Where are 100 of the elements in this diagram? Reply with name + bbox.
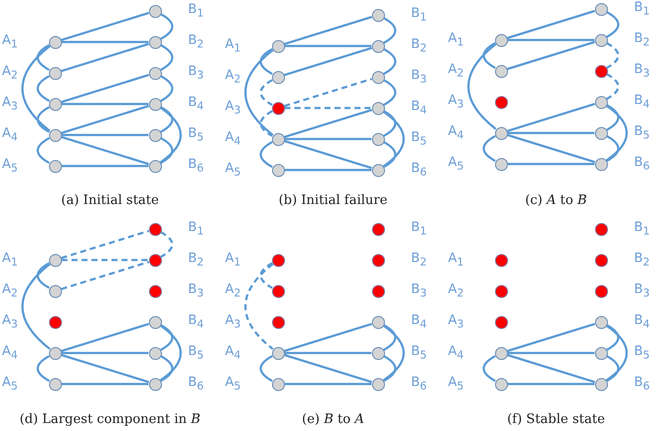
link-line [160,106,182,164]
node-label: B$_{2}$ [634,252,650,270]
node-circle [594,346,608,360]
node-label: A$_{4}$ [448,125,464,143]
failed-node-circle [148,284,162,298]
link-line [482,355,496,382]
failed-node-circle [494,284,508,298]
link-line [284,138,372,140]
node-circle [148,36,162,48]
node-label: B$_{1}$ [188,221,204,239]
node-circle [494,378,508,390]
dashed-link-line [284,78,372,108]
node-label: A$_{3}$ [225,100,241,118]
dashed-link-line [260,110,273,137]
link-line [284,46,372,76]
panel-caption: (a) Initial state [61,193,159,208]
node-circle [494,158,508,170]
node-label: A$_{3}$ [2,314,18,332]
link-line [482,42,496,69]
node-label: B$_{1}$ [634,1,650,19]
node-circle [372,8,384,22]
node-label: A$_{1}$ [448,252,464,270]
node-circle [372,132,384,146]
link-line [382,324,405,382]
node-label: B$_{3}$ [188,65,204,83]
link-line [62,40,148,44]
node-label: B$_{1}$ [188,3,204,21]
node-circle [372,102,384,114]
node-label: A$_{1}$ [225,252,241,270]
node-circle [148,4,162,18]
node-circle [48,284,62,298]
failed-node-circle [594,284,608,298]
node-circle [372,346,384,360]
failed-node-circle [272,102,284,114]
node-circle [372,164,384,176]
node-label: B$_{3}$ [411,283,427,301]
panel-caption: (c) A to B [525,193,587,208]
dashed-link-line [606,42,620,69]
link-line [60,74,150,104]
failed-node-circle [272,284,284,298]
node-label: A$_{2}$ [2,283,18,301]
node-circle [594,96,608,108]
link-line [284,140,372,170]
node-circle [148,316,162,328]
link-line [36,262,50,289]
link-line [62,352,148,354]
link-line [36,137,50,164]
link-line [60,136,150,166]
link-line [36,44,50,71]
node-circle [372,40,384,52]
link-line [467,43,497,130]
link-line [62,102,148,106]
link-line [160,13,174,40]
node-circle [148,98,162,110]
node-label: B$_{5}$ [188,345,204,363]
node-circle [148,128,162,142]
node-circle [272,40,284,52]
link-line [284,354,372,384]
node-label: A$_{3}$ [448,314,464,332]
link-line [606,104,620,131]
link-line [160,324,182,382]
node-circle [148,346,162,360]
node-label: B$_{3}$ [634,63,650,81]
node-circle [272,70,284,84]
link-line [284,108,372,138]
failed-node-circle [272,316,284,328]
node-label: B$_{1}$ [411,221,427,239]
node-label: A$_{5}$ [448,376,464,394]
node-circle [594,158,608,170]
failed-node-circle [494,96,508,108]
node-label: A$_{3}$ [2,96,18,114]
link-line [244,49,274,136]
node-circle [48,98,62,110]
node-label: A$_{4}$ [225,345,241,363]
dashed-link-line [606,73,620,100]
node-circle [272,164,284,176]
link-line [506,102,596,132]
node-label: B$_{6}$ [411,162,427,180]
link-line [284,16,372,46]
node-label: A$_{2}$ [448,283,464,301]
node-circle [48,66,62,80]
link-line [60,12,150,42]
node-label: B$_{5}$ [411,131,427,149]
failed-node-circle [48,316,62,328]
failed-node-circle [148,254,162,266]
node-circle [594,316,608,328]
node-label: B$_{4}$ [411,314,427,332]
link-line [383,79,396,106]
failed-node-circle [494,316,508,328]
panel-caption: (d) Largest component in B [20,412,200,427]
link-line [606,11,620,38]
link-line [508,38,594,42]
node-circle [372,378,384,390]
node-label: A$_{3}$ [225,314,241,332]
link-line [383,48,396,75]
node-label: B$_{1}$ [411,7,427,25]
link-line [60,42,150,72]
node-circle [48,378,62,390]
node-label: B$_{3}$ [634,283,650,301]
link-line [508,162,594,166]
